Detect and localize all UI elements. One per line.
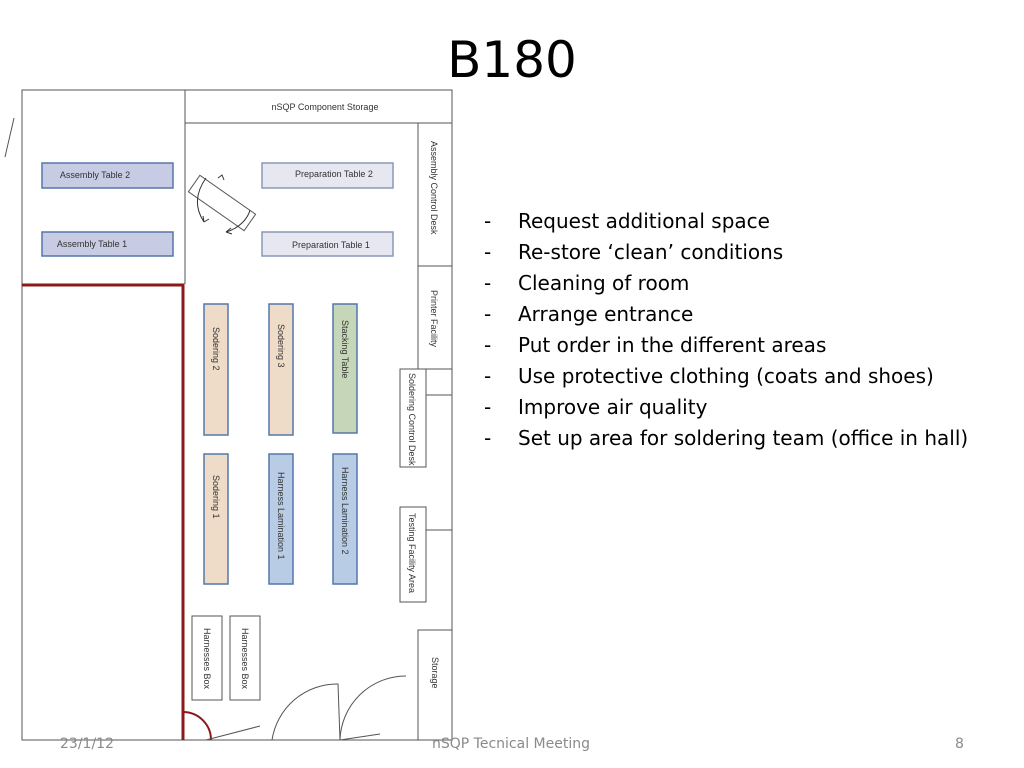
assembly-table-1 xyxy=(41,231,174,257)
bullet-item: Put order in the different areas xyxy=(484,330,968,361)
soldering-control-desk xyxy=(399,368,427,468)
bullet-item: Set up area for soldering team (office i… xyxy=(484,423,968,454)
harnesses-box-1 xyxy=(191,615,223,701)
sodering-3-table xyxy=(268,303,294,436)
harness-lamination-1-table xyxy=(268,453,294,585)
footer-meeting: nSQP Tecnical Meeting xyxy=(432,736,590,752)
rotate-arrow-left xyxy=(197,177,207,223)
assembly-table-1-label: Assembly Table 1 xyxy=(57,239,127,249)
rotated-table-icon xyxy=(187,174,257,232)
assembly-control-desk xyxy=(417,122,453,267)
harnesses-box-1-label: Harnesses Box xyxy=(202,628,212,690)
assembly-control-desk-label: Assembly Control Desk xyxy=(429,141,439,235)
sodering-3-label: Sodering 3 xyxy=(276,324,286,368)
room-outline xyxy=(21,89,453,741)
bullet-list: Request additional space Re-store ‘clean… xyxy=(484,206,968,454)
storage-label: Storage xyxy=(430,657,440,689)
double-door-left xyxy=(271,683,341,741)
testing-facility-area xyxy=(399,506,427,603)
bullet-item: Arrange entrance xyxy=(484,299,968,330)
footer-date: 23/1/12 xyxy=(60,736,114,752)
testing-facility-area-label: Testing Facility Area xyxy=(407,513,417,593)
assembly-table-2 xyxy=(41,162,174,189)
harness-lamination-2-label: Harness Lamination 2 xyxy=(340,467,350,555)
bullet-item: Request additional space xyxy=(484,206,968,237)
sodering-1-label: Sodering 1 xyxy=(211,475,221,519)
rotate-arrow-right xyxy=(225,209,251,233)
soldering-control-desk-label: Soldering Control Desk xyxy=(407,373,417,466)
harness-lamination-2-table xyxy=(332,453,358,585)
harness-lamination-1-label: Harness Lamination 1 xyxy=(276,472,286,560)
bullet-item: Improve air quality xyxy=(484,392,968,423)
sodering-1-table xyxy=(203,453,229,585)
red-wall xyxy=(22,283,185,740)
printer-facility xyxy=(417,265,453,370)
harnesses-box-2 xyxy=(229,615,261,701)
bullet-item: Re-store ‘clean’ conditions xyxy=(484,237,968,268)
stacking-table-label: Stacking Table xyxy=(340,320,350,378)
component-storage-label: nSQP Component Storage xyxy=(272,102,379,112)
stacking-table xyxy=(332,303,358,434)
preparation-table-2 xyxy=(261,162,394,189)
harnesses-box-2-label: Harnesses Box xyxy=(240,628,250,690)
outer-door-line xyxy=(4,117,15,158)
preparation-table-1-label: Preparation Table 1 xyxy=(292,240,370,250)
double-door-right xyxy=(339,675,407,741)
red-door-arc xyxy=(182,711,212,741)
storage-area xyxy=(417,629,453,741)
footer-page-number: 8 xyxy=(955,736,964,752)
slide-title: B180 xyxy=(447,31,577,89)
sodering-2-label: Sodering 2 xyxy=(211,327,221,371)
printer-facility-label: Printer Facility xyxy=(429,290,439,348)
bullet-item: Cleaning of room xyxy=(484,268,968,299)
sodering-2-table xyxy=(203,303,229,436)
preparation-table-1 xyxy=(261,231,394,257)
preparation-table-2-label: Preparation Table 2 xyxy=(295,169,373,179)
assembly-table-2-label: Assembly Table 2 xyxy=(60,170,130,180)
bullet-item: Use protective clothing (coats and shoes… xyxy=(484,361,968,392)
